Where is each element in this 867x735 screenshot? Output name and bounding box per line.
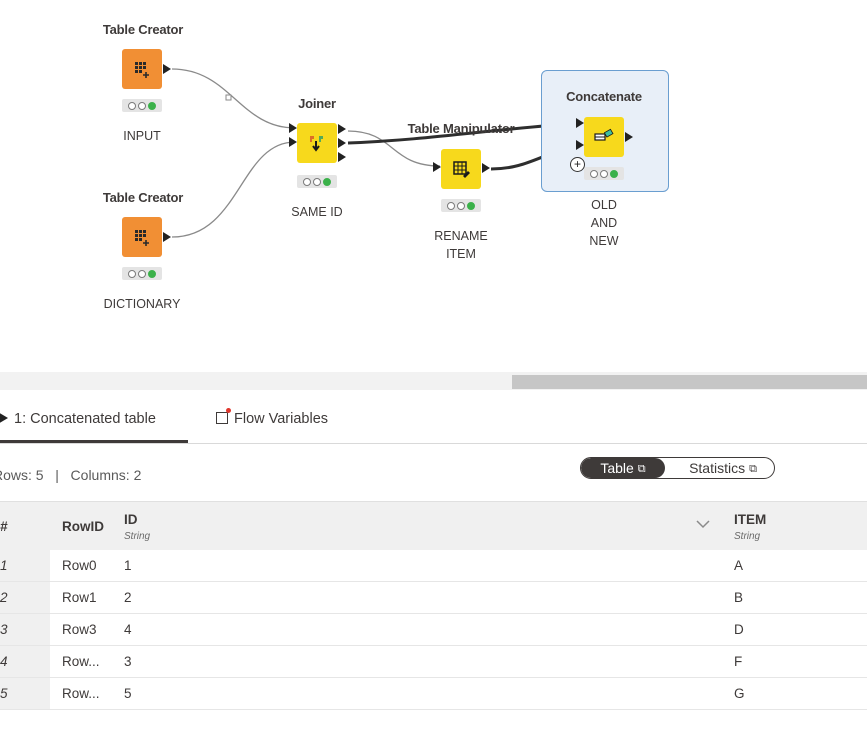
- table-creator-node-1[interactable]: [122, 49, 162, 89]
- node-title-joiner[interactable]: Joiner: [298, 96, 336, 111]
- cell-id: 2: [124, 590, 132, 605]
- tab-concatenated-table[interactable]: 1: Concatenated table: [0, 411, 156, 427]
- tab-flow-variables[interactable]: Flow Variables: [216, 408, 329, 427]
- row-index: 5: [0, 686, 8, 701]
- input-port[interactable]: [433, 162, 441, 172]
- row-id: Row3: [62, 622, 97, 637]
- table-row[interactable]: 2 Row1 2 B: [0, 582, 867, 614]
- table-view-button[interactable]: Table⧉: [581, 458, 665, 478]
- node-label-input[interactable]: INPUT: [123, 129, 161, 143]
- input-port[interactable]: [289, 123, 297, 133]
- table-row[interactable]: 1 Row0 1 A: [0, 550, 867, 582]
- open-window-icon: ⧉: [749, 463, 757, 475]
- output-port[interactable]: [338, 124, 346, 134]
- node-title-table-creator-2[interactable]: Table Creator: [102, 190, 184, 205]
- node-title-concatenate[interactable]: Concatenate: [566, 89, 642, 104]
- cell-id: 5: [124, 686, 132, 701]
- output-port[interactable]: [338, 152, 346, 162]
- active-tab-indicator: [0, 440, 188, 443]
- open-window-icon: ⧉: [637, 463, 646, 475]
- node-status-light: [441, 199, 481, 212]
- row-id: Row...: [62, 654, 100, 669]
- table-row[interactable]: 3 Row3 4 D: [0, 614, 867, 646]
- row-id: Row0: [62, 558, 97, 573]
- output-tabs: 1: Concatenated table Flow Variables: [0, 393, 867, 444]
- workflow-canvas[interactable]: Table Creator INPUT Table Creator DICTIO…: [0, 0, 867, 370]
- cell-id: 4: [124, 622, 132, 637]
- node-status-light: [122, 99, 162, 112]
- cell-id: 1: [124, 558, 132, 573]
- header-item-type: String: [734, 531, 761, 542]
- node-status-light: [584, 167, 624, 180]
- cell-id: 3: [124, 654, 132, 669]
- node-label-same-id[interactable]: SAME ID: [291, 205, 343, 219]
- node-status-light: [297, 175, 337, 188]
- header-id[interactable]: ID: [124, 512, 138, 527]
- output-port[interactable]: [163, 232, 171, 242]
- row-index: 2: [0, 590, 8, 605]
- row-index: 3: [0, 622, 8, 637]
- cell-item: F: [734, 654, 743, 669]
- table-row[interactable]: 4 Row... 3 F: [0, 646, 867, 678]
- node-label-rename-item[interactable]: RENAME ITEM: [434, 229, 488, 261]
- output-port[interactable]: [338, 138, 346, 148]
- header-item[interactable]: ITEM: [734, 512, 767, 527]
- output-port[interactable]: [625, 132, 633, 142]
- node-title-table-creator-1[interactable]: Table Creator: [102, 22, 184, 37]
- statistics-view-button[interactable]: Statistics⧉: [671, 458, 774, 478]
- table-creator-icon: [135, 230, 149, 246]
- connection-bendpoint: [225, 94, 232, 101]
- concatenate-icon: [594, 128, 614, 141]
- row-index: 4: [0, 654, 8, 669]
- row-id: Row1: [62, 590, 97, 605]
- table-row[interactable]: 5 Row... 5 G: [0, 678, 867, 710]
- flow-variable-icon: [216, 408, 231, 424]
- table-header: # RowID ID String ITEM String: [0, 501, 867, 550]
- joiner-node[interactable]: [297, 123, 337, 163]
- node-label-old-and-new[interactable]: OLD AND NEW: [589, 198, 619, 248]
- header-id-type: String: [124, 531, 151, 542]
- header-index: #: [0, 519, 8, 534]
- input-port[interactable]: [289, 137, 297, 147]
- table-manipulator-node[interactable]: [441, 149, 481, 189]
- cell-item: D: [734, 622, 744, 637]
- input-port[interactable]: [576, 118, 584, 128]
- row-index: 1: [0, 558, 8, 573]
- node-label-dictionary[interactable]: DICTIONARY: [103, 297, 181, 311]
- cell-item: A: [734, 558, 744, 573]
- joiner-icon: [310, 136, 323, 152]
- table-creator-icon: [135, 62, 149, 78]
- node-status-light: [122, 267, 162, 280]
- input-port[interactable]: [576, 140, 584, 150]
- output-port[interactable]: [482, 163, 490, 173]
- connection-joiner-to-manipulator: [347, 130, 441, 167]
- table-creator-node-2[interactable]: [122, 217, 162, 257]
- row-id: Row...: [62, 686, 100, 701]
- tab-label: 1: Concatenated table: [14, 411, 156, 427]
- header-rowid[interactable]: RowID: [62, 519, 104, 534]
- connection-input-to-joiner: [171, 68, 296, 129]
- output-port[interactable]: [163, 64, 171, 74]
- play-icon: [0, 412, 8, 424]
- statistics-view-label: Statistics: [689, 460, 746, 476]
- table-view-label: Table: [600, 460, 634, 476]
- concatenate-node[interactable]: [584, 117, 624, 157]
- node-title-table-manipulator[interactable]: Table Manipulator: [407, 121, 515, 136]
- cell-item: G: [734, 686, 745, 701]
- chevron-down-icon[interactable]: [696, 516, 710, 534]
- cell-item: B: [734, 590, 744, 605]
- table-manipulator-icon: [453, 161, 470, 178]
- add-port-icon[interactable]: +: [570, 157, 585, 172]
- rows-columns-count: Rows: 5 | Columns: 2: [0, 467, 142, 483]
- view-toggle[interactable]: Table⧉ Statistics⧉: [580, 457, 775, 479]
- data-table: # RowID ID String ITEM String 1 Row0 1 A…: [0, 501, 867, 710]
- connection-dictionary-to-joiner: [171, 141, 296, 238]
- table-info-bar: Rows: 5 | Columns: 2 Table⧉ Statistics⧉: [0, 443, 867, 501]
- canvas-scrollbar-thumb[interactable]: [512, 375, 867, 389]
- tab-label: Flow Variables: [234, 411, 329, 427]
